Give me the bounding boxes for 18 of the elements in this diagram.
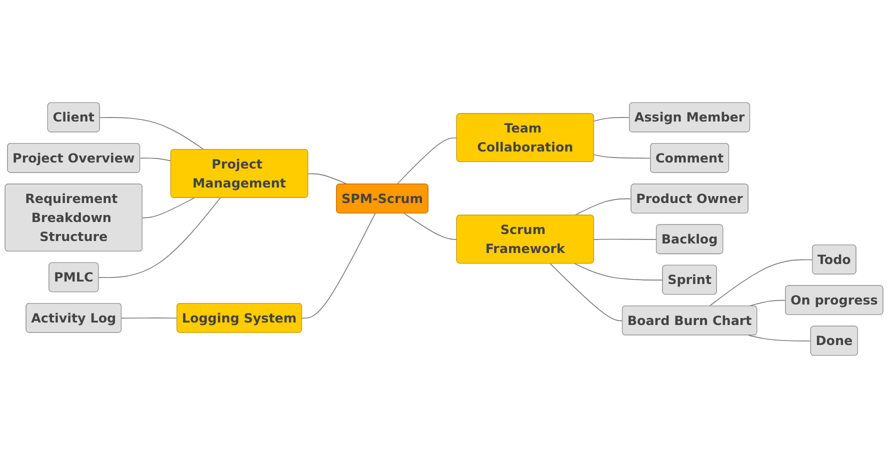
connector — [574, 198, 632, 216]
connector — [404, 213, 458, 240]
connector — [574, 263, 664, 280]
connector — [140, 158, 172, 162]
connector — [708, 259, 814, 307]
connector — [550, 263, 623, 322]
connector — [308, 173, 348, 185]
connector — [99, 117, 204, 150]
connector — [594, 238, 658, 240]
connector — [302, 213, 376, 319]
connector — [98, 197, 221, 278]
connector — [594, 117, 630, 122]
connector — [121, 318, 178, 319]
connector — [396, 137, 458, 185]
connector — [594, 154, 652, 159]
connector — [142, 197, 195, 218]
connector — [748, 334, 812, 342]
connector — [748, 300, 786, 307]
